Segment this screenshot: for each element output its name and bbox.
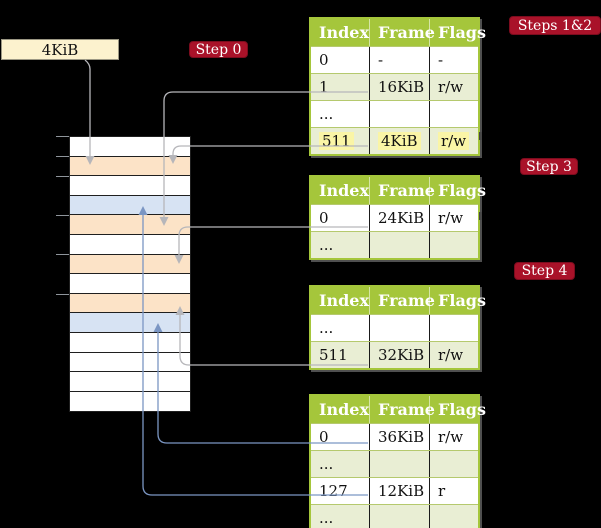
entry-marker bbox=[479, 212, 482, 220]
table-row: 1 16KiB r/w bbox=[311, 73, 478, 100]
memory-row-free bbox=[70, 372, 190, 392]
address-tick bbox=[56, 136, 69, 137]
entry-marker bbox=[479, 132, 482, 140]
physical-memory-stack bbox=[69, 136, 191, 413]
table-row: ... bbox=[311, 314, 478, 341]
cell-index: 1 bbox=[319, 78, 329, 96]
memory-row-page-table bbox=[70, 215, 190, 235]
memory-row-free bbox=[70, 234, 190, 255]
cell-index: ... bbox=[319, 105, 334, 123]
cell-flags bbox=[429, 505, 478, 528]
memory-row-free bbox=[70, 352, 190, 373]
address-tick bbox=[56, 176, 69, 177]
cell-frame bbox=[369, 451, 429, 477]
badge-steps-1-2: Steps 1&2 bbox=[509, 16, 601, 35]
memory-row-page-table bbox=[70, 293, 190, 314]
cell-index: ... bbox=[319, 455, 334, 473]
cell-flags: r/w bbox=[429, 424, 478, 450]
cell-flags bbox=[429, 451, 478, 477]
column-header: Frame bbox=[369, 287, 435, 314]
table-header-row: Index Frame Flags bbox=[311, 287, 486, 314]
table-header-row: Index Frame Flags bbox=[311, 396, 486, 423]
cell-flags bbox=[429, 315, 478, 341]
cell-frame: 24KiB bbox=[369, 205, 429, 231]
cell-flags: r/w bbox=[429, 342, 478, 368]
cell-frame bbox=[369, 505, 429, 528]
column-header: Flags bbox=[429, 396, 486, 423]
cell-frame bbox=[369, 101, 429, 127]
cell-frame bbox=[369, 315, 429, 341]
cell-frame: 12KiB bbox=[369, 478, 429, 504]
badge-step-0: Step 0 bbox=[189, 41, 248, 58]
cell-flags: r/w bbox=[429, 74, 478, 100]
table-row: ... bbox=[311, 231, 478, 258]
address-tick bbox=[56, 215, 69, 216]
address-tick bbox=[56, 254, 69, 255]
cell-index: 0 bbox=[319, 51, 329, 69]
table-row: 511 32KiB r/w bbox=[311, 341, 478, 368]
cell-flags bbox=[429, 101, 478, 127]
table-row: ... bbox=[311, 100, 478, 127]
cell-index: 0 bbox=[319, 428, 329, 446]
table-row: 127 12KiB r bbox=[311, 477, 478, 504]
memory-row-free bbox=[70, 274, 190, 294]
badge-step-4: Step 4 bbox=[514, 262, 575, 280]
memory-row-free bbox=[70, 137, 190, 157]
frame-size-label: 4KiB bbox=[1, 39, 119, 60]
cell-flags: r bbox=[429, 478, 478, 504]
address-tick bbox=[56, 294, 69, 295]
cell-flags: - bbox=[429, 47, 478, 73]
table-header-row: Index Frame Flags bbox=[311, 177, 486, 204]
column-header: Index bbox=[319, 291, 370, 310]
cell-flags: r/w bbox=[429, 205, 478, 231]
column-header: Flags bbox=[429, 177, 486, 204]
column-header: Frame bbox=[369, 19, 435, 46]
column-header: Index bbox=[319, 400, 370, 419]
cell-frame bbox=[369, 232, 429, 258]
cell-index: ... bbox=[319, 319, 334, 337]
table-row: 0 24KiB r/w bbox=[311, 204, 478, 231]
memory-row-free bbox=[70, 176, 190, 196]
column-header: Index bbox=[319, 23, 370, 42]
address-tick bbox=[56, 156, 69, 157]
cell-index: 511 bbox=[319, 346, 348, 364]
page-table-steps-1-2: Index Frame Flags 0 - - 1 16KiB r/w ... … bbox=[309, 17, 486, 156]
cell-index: 511 bbox=[311, 128, 369, 154]
cell-flags: r/w bbox=[429, 128, 478, 154]
table-header-row: Index Frame Flags bbox=[311, 19, 486, 46]
table-row: ... bbox=[311, 450, 478, 477]
column-header: Flags bbox=[429, 19, 486, 46]
memory-row-page-table bbox=[70, 254, 190, 275]
cell-flags bbox=[429, 232, 478, 258]
table-row: 0 36KiB r/w bbox=[311, 423, 478, 450]
table-row-highlighted: 511 4KiB r/w bbox=[311, 127, 478, 154]
memory-row-page-table bbox=[70, 156, 190, 177]
page-table-step-3: Index Frame Flags 0 24KiB r/w ... bbox=[309, 175, 486, 260]
memory-row-mapped bbox=[70, 195, 190, 216]
badge-step-3: Step 3 bbox=[520, 158, 578, 175]
cell-frame: 16KiB bbox=[369, 74, 429, 100]
cell-frame: 32KiB bbox=[369, 342, 429, 368]
column-header: Frame bbox=[369, 177, 435, 204]
memory-row-mapped bbox=[70, 313, 190, 333]
cell-index: ... bbox=[319, 509, 334, 527]
cell-index: 127 bbox=[319, 482, 348, 500]
column-header: Index bbox=[319, 181, 370, 200]
table-row: 0 - - bbox=[311, 46, 478, 73]
page-table-step-4: Index Frame Flags ... 511 32KiB r/w bbox=[309, 285, 486, 370]
column-header: Flags bbox=[429, 287, 486, 314]
cell-frame: - bbox=[369, 47, 429, 73]
table-row: ... bbox=[311, 504, 478, 528]
cell-index: 0 bbox=[319, 209, 329, 227]
memory-row-free bbox=[70, 332, 190, 353]
column-header: Frame bbox=[369, 396, 435, 423]
cell-frame: 36KiB bbox=[369, 424, 429, 450]
memory-row-free bbox=[70, 391, 190, 412]
cell-index: ... bbox=[319, 236, 334, 254]
cell-frame: 4KiB bbox=[369, 128, 429, 154]
page-table-level-1: Index Frame Flags 0 36KiB r/w ... 127 12… bbox=[309, 394, 486, 528]
